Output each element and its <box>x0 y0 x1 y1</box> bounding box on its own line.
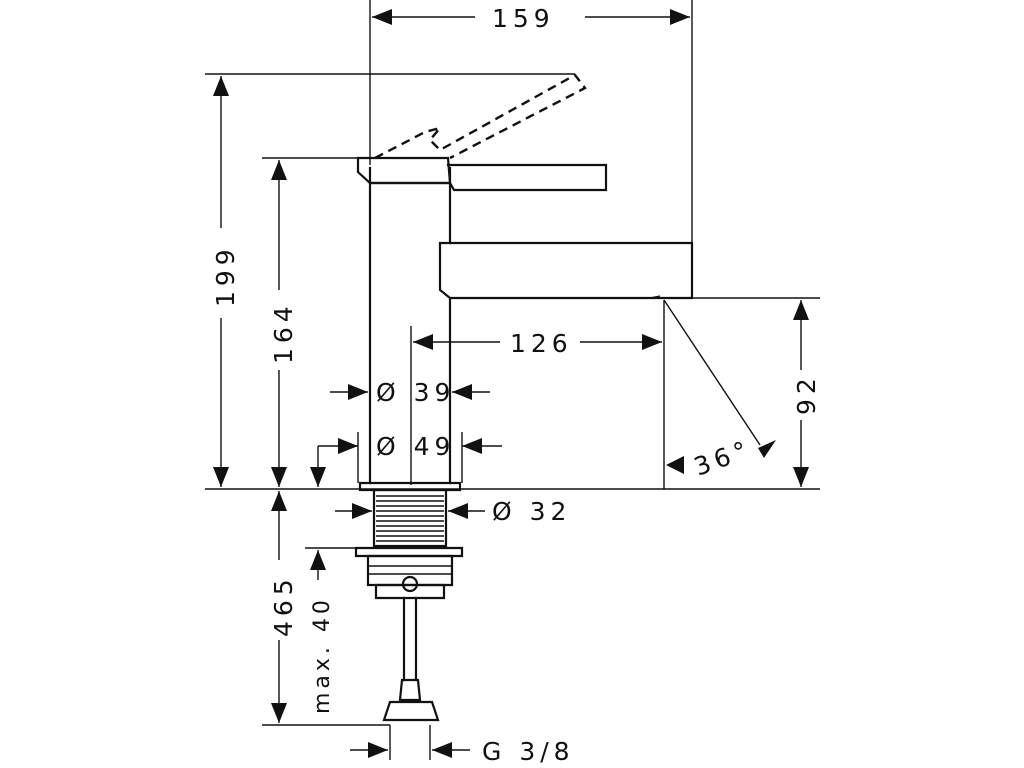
dim-spout-reach: 126 <box>510 329 573 358</box>
dim-width-total: 159 <box>492 4 555 33</box>
dim-height-total: 199 <box>211 244 240 307</box>
dim-max-thickness: max. 40 <box>310 596 335 714</box>
dim-height-body: 164 <box>269 301 298 364</box>
dim-below-deck: 465 <box>269 574 298 637</box>
dimension-lines <box>213 9 809 758</box>
threaded-shank <box>354 488 464 722</box>
dim-connection: G 3/8 <box>482 737 575 766</box>
dim-spout-height: 92 <box>792 373 821 415</box>
faucet-outline <box>356 156 694 492</box>
dim-diameter-base: Ø 49 <box>376 432 455 461</box>
dim-spray-angle: 36° <box>690 434 756 482</box>
reference-lines <box>205 0 820 760</box>
dim-diameter-body: Ø 39 <box>376 378 455 407</box>
dim-diameter-thread: Ø 32 <box>492 497 571 526</box>
handle-open-position <box>374 73 587 160</box>
